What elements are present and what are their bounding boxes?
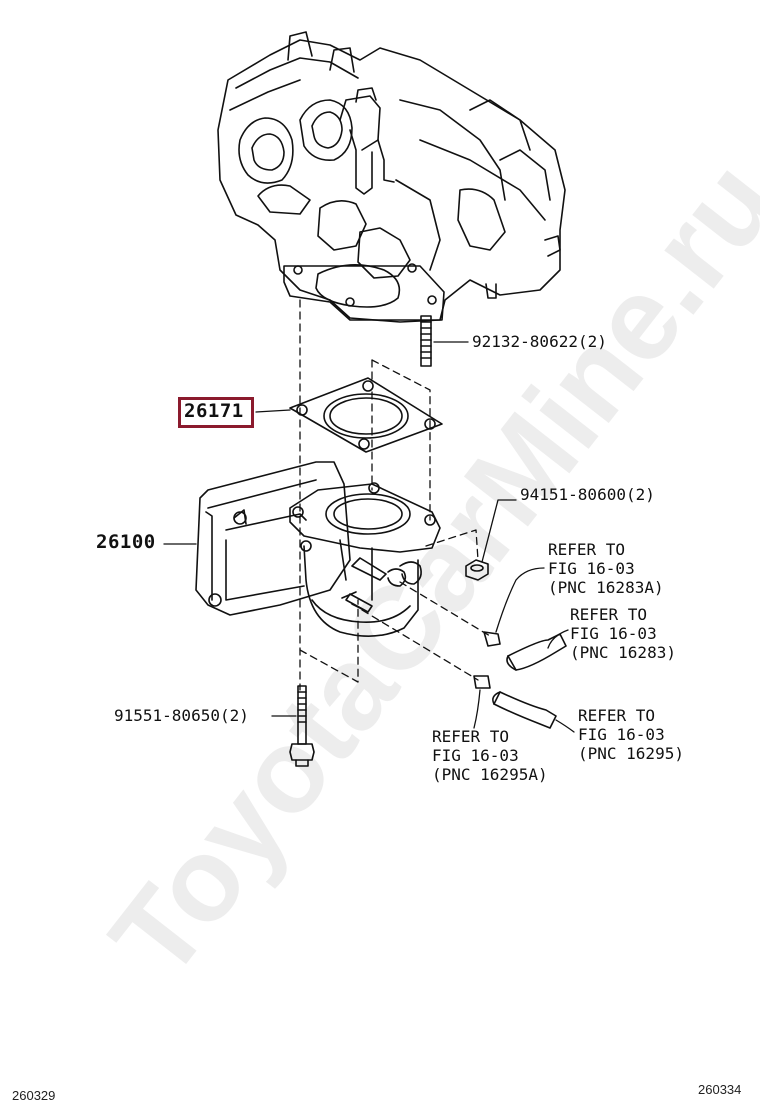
part-highlight-box bbox=[178, 397, 254, 428]
part-label-stud[interactable]: 92132-80622(2) bbox=[472, 332, 607, 351]
reference-line: (PNC 16295) bbox=[578, 744, 684, 763]
throttle-body-drawing bbox=[195, 461, 441, 637]
hose-drawing bbox=[473, 631, 567, 729]
stud-drawing bbox=[420, 315, 432, 367]
part-label-bolt[interactable]: 91551-80650(2) bbox=[114, 706, 249, 725]
reference-line: (PNC 16283) bbox=[570, 643, 676, 662]
reference-line: FIG 16-03 bbox=[432, 746, 519, 765]
leader-lines bbox=[163, 341, 575, 733]
part-label-gasket[interactable]: 26171 bbox=[184, 400, 244, 422]
reference-line: FIG 16-03 bbox=[570, 624, 657, 643]
corner-code-left: 260329 bbox=[12, 1088, 56, 1103]
gasket-drawing bbox=[289, 377, 443, 453]
reference-line: REFER TO bbox=[570, 605, 648, 624]
intake-manifold-drawing bbox=[217, 31, 566, 323]
reference-line: FIG 16-03 bbox=[578, 725, 665, 744]
bolt-drawing bbox=[289, 685, 315, 767]
reference-line: REFER TO bbox=[548, 540, 626, 559]
nut-drawing bbox=[465, 559, 489, 581]
reference-line: (PNC 16283A) bbox=[548, 578, 664, 597]
part-label-nut[interactable]: 94151-80600(2) bbox=[520, 485, 655, 504]
corner-code-right: 260334 bbox=[698, 1082, 742, 1097]
alignment-lines bbox=[299, 299, 491, 691]
reference-line: FIG 16-03 bbox=[548, 559, 635, 578]
part-label-throttle-body[interactable]: 26100 bbox=[96, 531, 156, 553]
reference-line: (PNC 16295A) bbox=[432, 765, 548, 784]
reference-line: REFER TO bbox=[578, 706, 656, 725]
reference-line: REFER TO bbox=[432, 727, 510, 746]
